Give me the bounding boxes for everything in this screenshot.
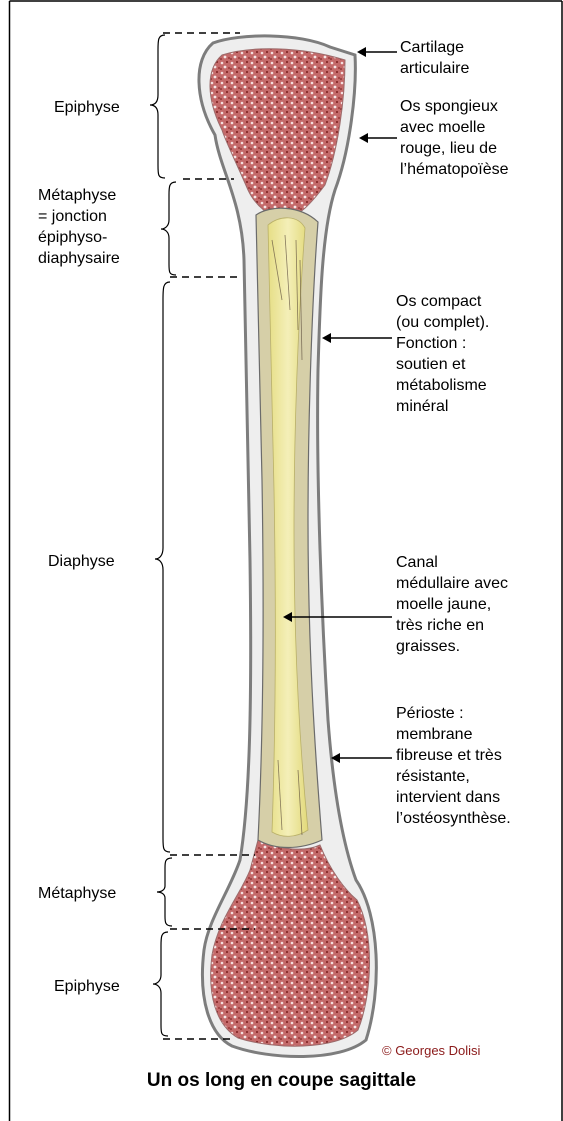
copyright-notice: © Georges Dolisi — [382, 1043, 480, 1058]
label-perioste: Périoste : membrane fibreuse et très rés… — [396, 703, 511, 829]
label-epiphyse-bottom: Epiphyse — [54, 976, 120, 997]
label-diaphyse: Diaphyse — [48, 551, 115, 572]
label-canal-medullaire: Canal médullaire avec moelle jaune, très… — [396, 552, 508, 657]
brace-metaphyse-bottom — [157, 858, 172, 926]
label-os-spongieux: Os spongieux avec moelle rouge, lieu de … — [400, 96, 509, 180]
brace-diaphyse — [155, 282, 170, 852]
label-os-compact: Os compact (ou complet). Fonction : sout… — [396, 291, 489, 417]
label-epiphyse-top: Epiphyse — [54, 97, 120, 118]
brace-metaphyse-top — [161, 182, 176, 275]
label-metaphyse-bottom: Métaphyse — [38, 883, 116, 904]
region-braces — [150, 35, 176, 1036]
label-cartilage-articulaire: Cartilage articulaire — [400, 37, 469, 79]
brace-epiphyse-top — [150, 35, 165, 178]
label-metaphyse-top: Métaphyse = jonction épiphyso- diaphysai… — [38, 185, 120, 269]
brace-epiphyse-bottom — [153, 932, 168, 1036]
diagram-title: Un os long en coupe sagittale — [0, 1070, 563, 1092]
